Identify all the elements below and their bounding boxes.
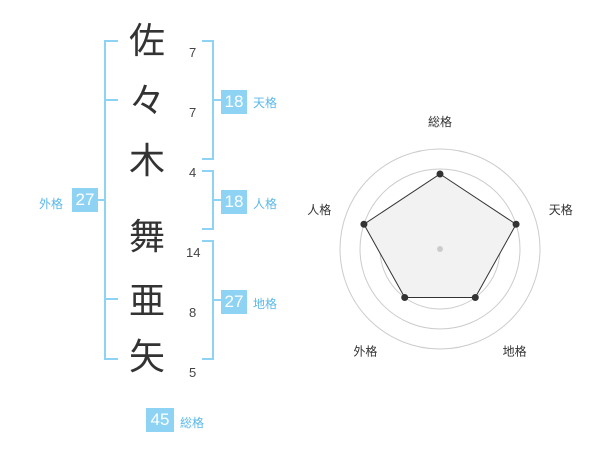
name-char-4: 舞 (128, 217, 165, 258)
name-char-5: 亜 (128, 281, 165, 322)
name-char-2: 々 (128, 81, 165, 122)
gaikaku-bracket (104, 40, 118, 360)
fortune-radar-chart: 総格 天格 地格 外格 人格 (307, 114, 573, 359)
radar-point-2 (512, 220, 520, 228)
jinkaku-connector (212, 199, 222, 201)
stroke-count-3: 4 (189, 165, 197, 180)
gaikaku-connector (96, 199, 106, 201)
radar-label-soukaku: 総格 (428, 114, 452, 129)
radar-ring-2 (359, 168, 521, 330)
tenkaku-badge: 18 (221, 90, 247, 114)
stroke-count-2: 7 (189, 105, 197, 120)
stroke-count-5: 8 (189, 305, 197, 320)
jinkaku-badge: 18 (221, 190, 247, 214)
gaikaku-badge: 27 (72, 188, 98, 212)
name-char-3: 木 (128, 141, 165, 182)
name-char-6: 矢 (128, 337, 165, 378)
chikaku-label: 地格 (253, 297, 278, 311)
tenkaku-label: 天格 (253, 96, 278, 110)
chikaku-badge: 27 (221, 290, 247, 314)
radar-label-tenkaku: 天格 (549, 202, 573, 217)
chikaku-connector (212, 299, 222, 301)
gaikaku-bracket-tick-lower (104, 298, 118, 300)
radar-point-3 (471, 294, 479, 302)
radar-point-5 (360, 220, 368, 228)
radar-center-dot (437, 246, 443, 252)
radar-label-jinkaku: 人格 (307, 202, 331, 217)
stroke-count-1: 7 (189, 45, 197, 60)
radar-point-4 (401, 294, 409, 302)
radar-ring-1 (339, 148, 541, 350)
tenkaku-connector (212, 99, 222, 101)
stroke-count-6: 5 (189, 365, 197, 380)
radar-points (360, 170, 520, 302)
soukaku-label: 総格 (180, 416, 205, 430)
name-char-1: 佐 (128, 21, 165, 62)
radar-label-gaikaku: 外格 (353, 344, 377, 359)
soukaku-badge: 45 (146, 408, 174, 432)
radar-point-1 (436, 170, 444, 178)
gaikaku-bracket-tick-upper (104, 99, 118, 101)
radar-label-chikaku: 地格 (503, 344, 527, 359)
stroke-count-4: 14 (186, 245, 201, 260)
radar-area (363, 173, 517, 299)
gaikaku-label: 外格 (39, 197, 64, 211)
jinkaku-label: 人格 (253, 197, 278, 211)
